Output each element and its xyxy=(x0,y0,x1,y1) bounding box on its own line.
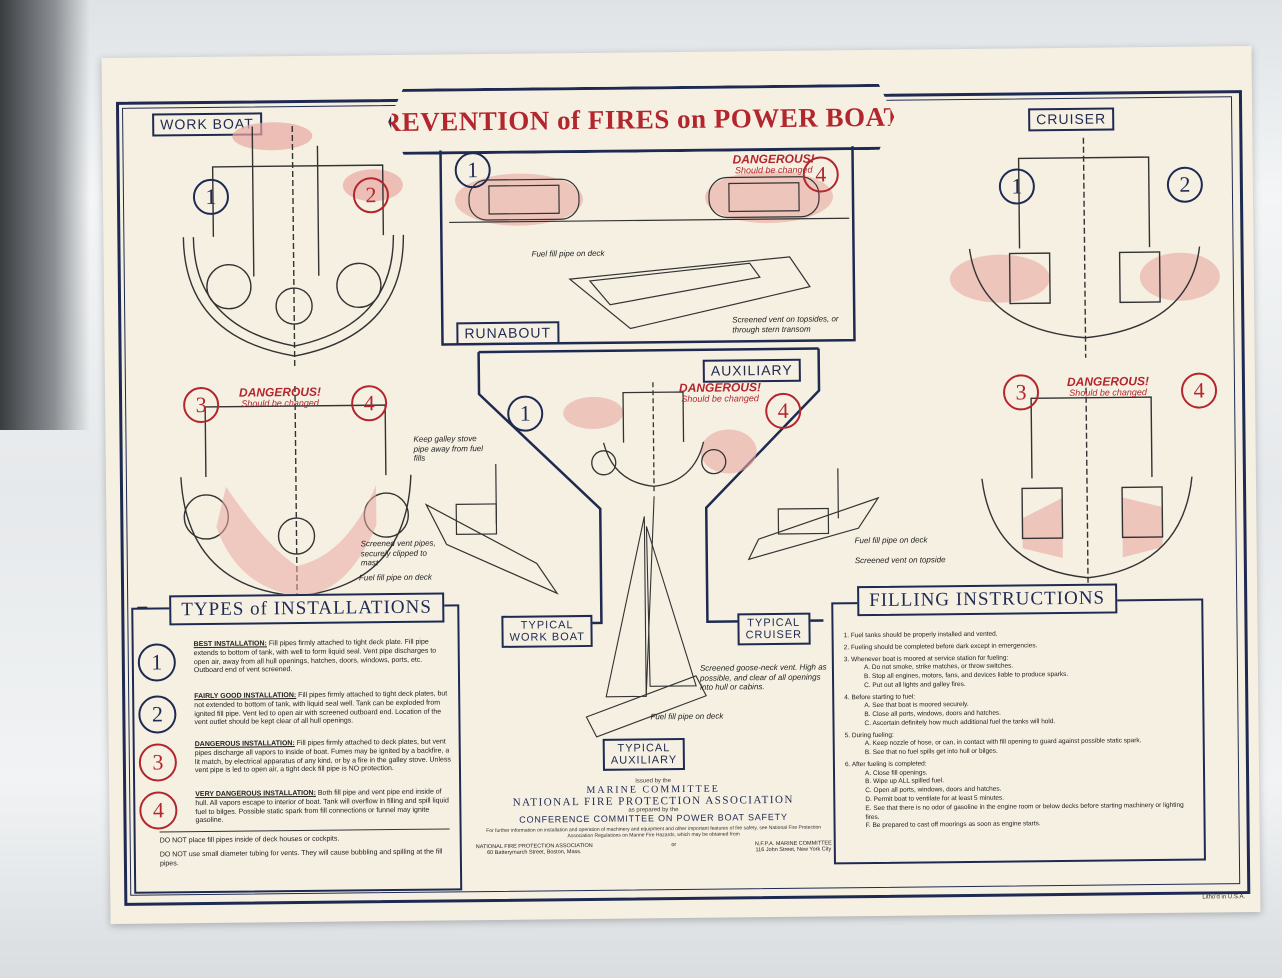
annotation-gooseneck-vent: Screened goose-neck vent. High as possib… xyxy=(699,662,827,692)
types-of-installations-heading: TYPES of INSTALLATIONS xyxy=(169,592,445,626)
type-2-description: FAIRLY GOOD INSTALLATION: Fill pipes fir… xyxy=(194,690,448,727)
filling-line: 2. Fueling should be completed before da… xyxy=(843,642,1038,652)
type-1-description: BEST INSTALLATION: Fill pipes firmly att… xyxy=(193,638,437,675)
cruiser-number-4: 4 xyxy=(1180,372,1218,409)
address-or: or xyxy=(671,842,677,849)
runabout-dangerous-label: DANGEROUS!Should be changed xyxy=(732,151,815,176)
runabout-drawings xyxy=(449,171,850,330)
type-number-3: 3 xyxy=(138,743,178,782)
typical-cruiser-sketch xyxy=(747,468,880,561)
filling-line: 1. Fuel tanks should be properly install… xyxy=(843,630,998,640)
types-divider xyxy=(159,828,450,833)
work-boat-number-4: 4 xyxy=(350,385,388,422)
auxiliary-number-4: 4 xyxy=(765,392,802,430)
type-number-4: 4 xyxy=(139,791,178,830)
types-note-1: DO NOT place fill pipes inside of deck h… xyxy=(159,835,340,845)
address-right-line-2: 116 John Street, New York City xyxy=(755,846,832,854)
cruiser-dangerous-label: DANGEROUS!Should be changed xyxy=(1066,374,1150,398)
work-boat-dangerous-label: DANGEROUS!Should be changed xyxy=(238,384,322,409)
litho-credit: Litho'd in U.S.A. xyxy=(1202,894,1246,901)
work-boat-number-2: 2 xyxy=(352,177,390,214)
address-left-line-2: 60 Batterymarch Street, Boston, Mass. xyxy=(487,849,582,857)
annotation-screened-vent-pipes: Screened vent pipes, securely clipped to… xyxy=(360,538,436,568)
annotation-screened-vent-runabout: Screened vent on topsides, or through st… xyxy=(732,314,839,335)
typical-auxiliary-sketch xyxy=(585,496,707,738)
type-number-2: 2 xyxy=(138,695,177,734)
work-boat-number-3: 3 xyxy=(182,386,220,424)
annotation-keep-galley: Keep galley stove pipe away from fuel fi… xyxy=(413,434,484,463)
filling-instructions-panel: FILLING INSTRUCTIONS 1. Fuel tanks shoul… xyxy=(831,583,1206,865)
panel-lines xyxy=(137,146,856,626)
filling-instructions-list: 1. Fuel tanks should be properly install… xyxy=(844,629,1194,832)
filling-instructions-heading: FILLING INSTRUCTIONS xyxy=(857,583,1118,617)
background-shadow xyxy=(0,0,90,430)
annotation-screened-vent-topside: Screened vent on topside xyxy=(854,555,946,566)
issuer-further-info: For further information on installation … xyxy=(486,824,822,840)
auxiliary-hull-drawing xyxy=(563,382,757,493)
cruiser-hull-drawings xyxy=(949,137,1220,588)
auxiliary-dangerous-label: DANGEROUS!Should be changed xyxy=(678,380,762,404)
poster: PREVENTION of FIRES on POWER BOATS WORK … xyxy=(101,46,1261,924)
typical-work-boat-sketch xyxy=(424,463,559,595)
work-boat-hull-drawings xyxy=(180,122,412,607)
cruiser-number-2: 2 xyxy=(1166,166,1204,203)
cruiser-number-3: 3 xyxy=(1002,374,1040,411)
cruiser-number-1: 1 xyxy=(998,168,1036,205)
annotation-fuel-fill-pipe-work-boat: Fuel fill pipe on deck xyxy=(358,572,432,583)
annotation-fuel-fill-pipe-auxiliary: Fuel fill pipe on deck xyxy=(650,711,724,722)
issuer-block: Issued by the MARINE COMMITTEE NATIONAL … xyxy=(475,776,832,856)
type-number-1: 1 xyxy=(137,643,177,682)
auxiliary-number-1: 1 xyxy=(507,395,544,432)
type-3-description: DANGEROUS INSTALLATION: Fill pipes firml… xyxy=(194,738,451,775)
types-note-2: DO NOT use small diameter tubing for ven… xyxy=(159,848,443,868)
runabout-number-1: 1 xyxy=(454,151,491,189)
type-4-description: VERY DANGEROUS INSTALLATION: Both fill p… xyxy=(195,788,449,825)
types-of-installations-panel: TYPES of INSTALLATIONS 1 BEST INSTALLATI… xyxy=(131,592,463,894)
annotation-fuel-fill-pipe-runabout: Fuel fill pipe on deck xyxy=(531,248,605,259)
work-boat-number-1: 1 xyxy=(192,178,230,216)
annotation-fuel-fill-pipe-cruiser: Fuel fill pipe on deck xyxy=(854,535,928,546)
